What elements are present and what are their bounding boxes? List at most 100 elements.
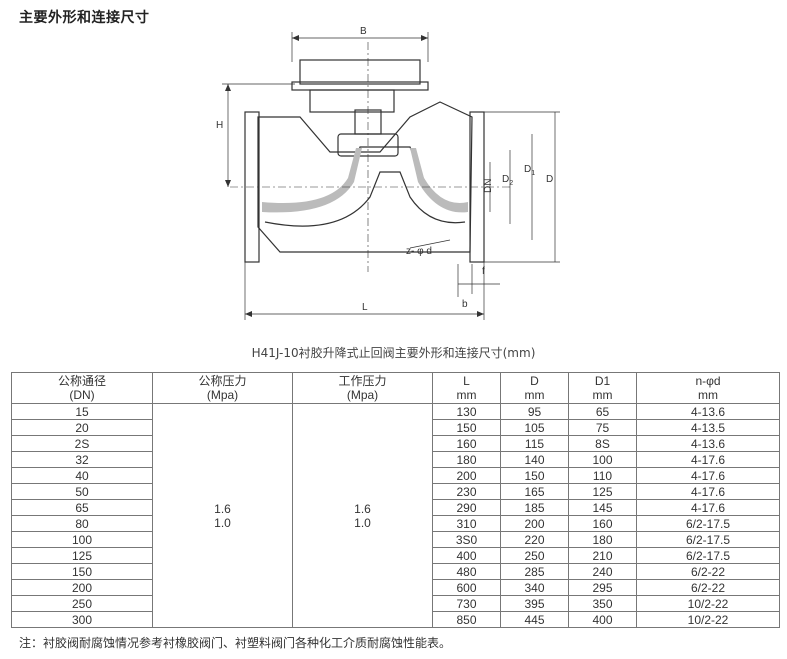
dim-label-d2: D2 (502, 174, 513, 187)
cell-d1: 400 (568, 611, 637, 628)
cell-n-phid: 4-17.6 (636, 483, 780, 500)
cell-d: 185 (500, 499, 569, 516)
cell-d1: 100 (568, 451, 637, 468)
cell-d: 150 (500, 467, 569, 484)
cell-n-phid: 4-17.6 (636, 451, 780, 468)
cell-n-phid: 4-17.6 (636, 499, 780, 516)
cell-dn: 65 (11, 499, 153, 516)
cell-l: 730 (432, 595, 501, 612)
valve-technical-drawing: B H L DN D2 D1 D z- φ d f b (216, 26, 560, 320)
cell-n-phid: 4-13.6 (636, 403, 780, 420)
bonnet-flange (291, 81, 429, 91)
cell-l: 3S0 (432, 531, 501, 548)
cell-n-phid: 10/2-22 (636, 595, 780, 612)
cell-l: 850 (432, 611, 501, 628)
dim-label-f: f (482, 266, 485, 277)
cell-l: 200 (432, 467, 501, 484)
cell-dn: 100 (11, 531, 153, 548)
cell-dn: 40 (11, 467, 153, 484)
cell-d: 395 (500, 595, 569, 612)
cell-n-phid: 10/2-22 (636, 611, 780, 628)
cell-dn: 80 (11, 515, 153, 532)
cell-d: 200 (500, 515, 569, 532)
cell-dn: 200 (11, 579, 153, 596)
cell-n-phid: 4-13.5 (636, 419, 780, 436)
section-heading: 主要外形和连接尺寸 (19, 10, 150, 26)
bonnet-cover (299, 59, 421, 85)
cell-n-phid: 6/2-17.5 (636, 547, 780, 564)
dim-label-d: D (546, 174, 553, 185)
dim-label-b: B (360, 26, 367, 37)
cell-n-phid: 4-17.6 (636, 467, 780, 484)
cell-d1: 210 (568, 547, 637, 564)
cell-n-phid: 6/2-17.5 (636, 531, 780, 548)
cell-l: 290 (432, 499, 501, 516)
cell-dn: 250 (11, 595, 153, 612)
cell-dn: 32 (11, 451, 153, 468)
cell-l: 150 (432, 419, 501, 436)
cell-d: 445 (500, 611, 569, 628)
cell-d1: 180 (568, 531, 637, 548)
cell-d: 165 (500, 483, 569, 500)
dim-label-b-flange: b (462, 299, 468, 310)
cell-l: 160 (432, 435, 501, 452)
cell-l: 130 (432, 403, 501, 420)
cell-dn: 15 (11, 403, 153, 420)
cell-d: 285 (500, 563, 569, 580)
table-caption: H41J-10衬胶升降式止回阀主要外形和连接尺寸(mm) (251, 346, 536, 360)
cell-d1: 75 (568, 419, 637, 436)
cell-d1: 350 (568, 595, 637, 612)
cell-d1: 160 (568, 515, 637, 532)
cell-d: 105 (500, 419, 569, 436)
flow-passage (264, 171, 466, 227)
col-header-working-pressure: 工作压力(Mpa) (292, 372, 433, 404)
cell-l: 480 (432, 563, 501, 580)
cell-l: 400 (432, 547, 501, 564)
cell-n-phid: 4-13.6 (636, 435, 780, 452)
cell-n-phid: 6/2-22 (636, 563, 780, 580)
cell-d: 95 (500, 403, 569, 420)
col-header-dn: 公称通径(DN) (11, 372, 153, 404)
valve-body-outline (257, 101, 473, 253)
cell-d: 140 (500, 451, 569, 468)
cell-d: 340 (500, 579, 569, 596)
dim-label-d1: D1 (524, 164, 535, 177)
footnote: 注：衬胶阀耐腐蚀情况参考衬橡胶阀门、衬塑料阀门各种化工介质耐腐蚀性能表。 (19, 636, 452, 650)
cell-d1: 145 (568, 499, 637, 516)
cell-n-phid: 6/2-17.5 (636, 515, 780, 532)
cell-dn: 50 (11, 483, 153, 500)
cell-d: 220 (500, 531, 569, 548)
cell-d1: 65 (568, 403, 637, 420)
cell-d1: 295 (568, 579, 637, 596)
cell-d: 115 (500, 435, 569, 452)
cell-l: 230 (432, 483, 501, 500)
bonnet-neck (309, 89, 395, 113)
dim-label-dn: DN (483, 179, 494, 193)
cell-d1: 110 (568, 467, 637, 484)
cell-l: 310 (432, 515, 501, 532)
dim-label-l: L (362, 302, 368, 313)
cell-d1: 8S (568, 435, 637, 452)
cell-dn: 125 (11, 547, 153, 564)
cell-l: 180 (432, 451, 501, 468)
cell-n-phid: 6/2-22 (636, 579, 780, 596)
dim-label-zphid: z- φ d (406, 246, 432, 257)
col-header-nominal-pressure: 公称压力(Mpa) (152, 372, 293, 404)
cell-dn: 150 (11, 563, 153, 580)
